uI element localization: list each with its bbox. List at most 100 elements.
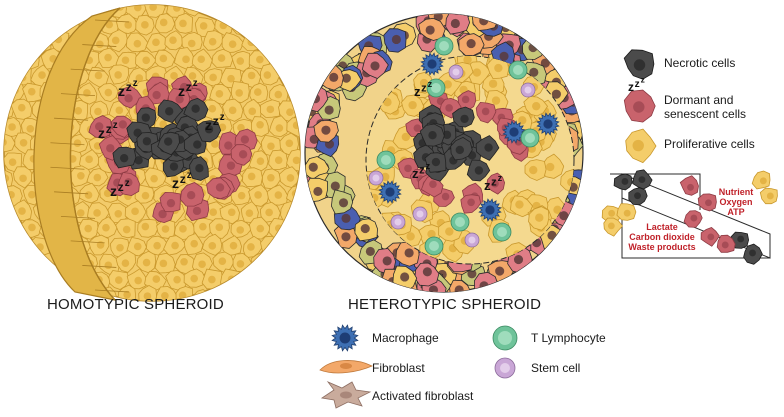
proliferative-cell (220, 5, 243, 19)
outflow-label: Lactate Carbon dioxide Waste products (624, 222, 700, 252)
necrotic-cell (466, 159, 491, 182)
dormant-z-mark: z (428, 79, 433, 89)
proliferative-cell (625, 128, 657, 164)
proliferative-cell (4, 46, 24, 69)
necrotic-cell (419, 123, 445, 147)
bottom-legend (319, 324, 518, 409)
proliferative-cell (144, 270, 167, 291)
gradient-panel (601, 169, 778, 265)
proliferative-cell (259, 201, 281, 223)
proliferative-cell (250, 116, 269, 137)
homotypic-cut-wall (33, 7, 130, 301)
proliferative-cell (30, 30, 52, 52)
dormant-z-mark: z (414, 84, 421, 99)
proliferative-cell (4, 133, 16, 153)
dormant-z-mark: z (412, 166, 419, 181)
stem-cell (368, 170, 384, 186)
outer-cell (473, 271, 499, 292)
proliferative-cell (240, 67, 262, 88)
macrophage-cell (378, 180, 402, 204)
proliferative-cell (138, 285, 158, 301)
proliferative-cell (230, 219, 253, 239)
dormant-z-mark: z (498, 173, 503, 183)
dormant-z-mark: z (133, 78, 138, 89)
proliferative-cell (231, 81, 250, 104)
proliferative-cell (280, 200, 300, 224)
proliferative-cell (115, 250, 137, 273)
proliferative-cell (268, 15, 288, 37)
necrotic-cell-icon (623, 49, 655, 80)
dormant-z-mark: z (118, 83, 125, 99)
proliferative-cell (287, 284, 300, 301)
legend-macrophage-label: Macrophage (372, 331, 439, 345)
proliferative-cell (209, 83, 232, 105)
proliferative-cell (68, 5, 90, 17)
dormant-cell (700, 226, 720, 247)
proliferative-cell (115, 218, 136, 239)
dormant-cell (623, 89, 656, 123)
proliferative-cell (279, 132, 299, 156)
dormant-z-mark: z (641, 75, 645, 85)
proliferative-cell (279, 269, 300, 290)
proliferative-cell (287, 14, 300, 35)
proliferative-cell (260, 31, 282, 54)
stem-cell-icon (494, 357, 516, 379)
outer-cell (313, 119, 339, 143)
proliferative-cell (154, 13, 176, 34)
legend-dormant-label-1: Dormant and (664, 93, 734, 107)
proliferative-cell (88, 234, 110, 256)
homotypic-core (88, 75, 258, 224)
dormant-z-mark: z (178, 83, 185, 99)
legend-dormant-label-2: senescent cells (664, 107, 747, 121)
necrotic-cell (196, 120, 222, 143)
dormant-z-mark: z (126, 80, 132, 94)
inflow-nutrient: Nutrient (718, 187, 754, 197)
dormant-cell (486, 172, 506, 195)
proliferative-cell (107, 202, 129, 224)
stem-cell (390, 214, 406, 230)
dormant-z-mark: z (193, 78, 198, 89)
proliferative-cell (124, 200, 147, 224)
proliferative-cell (136, 250, 157, 274)
t-lymphocyte-cell (426, 78, 446, 98)
proliferative-cell (4, 253, 23, 276)
proliferative-cell (278, 31, 300, 53)
proliferative-cell (156, 219, 176, 239)
proliferative-cell (22, 82, 44, 103)
outer-cell (305, 177, 328, 203)
proliferative-cell (268, 149, 288, 171)
dormant-z-mark: z (484, 178, 491, 193)
proliferative-cell (155, 286, 178, 301)
proliferative-cell (278, 235, 300, 258)
necrotic-cell (623, 49, 655, 80)
activated-fibroblast-icon (320, 381, 372, 409)
proliferative-cell (78, 218, 99, 240)
proliferative-cell (241, 5, 263, 21)
dormant-z-mark: z (172, 175, 179, 191)
dormant-cell (116, 172, 140, 197)
proliferative-cell (145, 235, 169, 256)
t-lymphocyte-cell (492, 222, 512, 242)
proliferative-cell (266, 184, 289, 206)
proliferative-cell (183, 268, 206, 288)
proliferative-cell (231, 50, 251, 72)
proliferative-cell (250, 13, 272, 36)
outer-cell (414, 262, 440, 287)
proliferative-cell (10, 98, 33, 120)
dormant-z-mark: z (106, 122, 112, 136)
outer-cell (445, 14, 471, 35)
proliferative-cell (4, 271, 12, 290)
dormant-z-mark: z (491, 176, 497, 188)
necrotic-cell (157, 99, 184, 124)
dormant-cell (206, 177, 231, 200)
necrotic-cell (112, 146, 137, 169)
proliferative-cell (287, 218, 300, 241)
dormant-cell (117, 85, 143, 109)
dormant-cell (475, 101, 497, 124)
proliferative-cell (260, 235, 280, 256)
legend-stem-cell-label: Stem cell (531, 361, 581, 375)
proliferative-cell (202, 30, 224, 51)
